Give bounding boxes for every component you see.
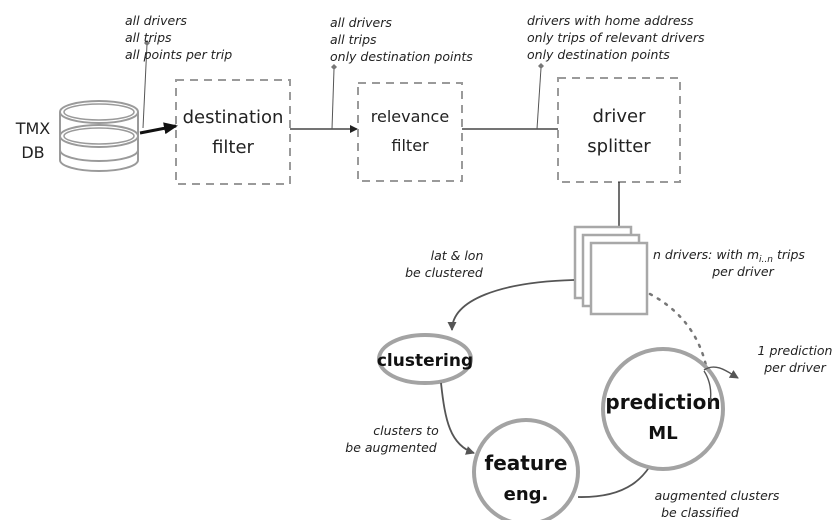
db-out-pointer-dot (144, 40, 150, 46)
relevance-filter-line2: filter (391, 136, 429, 155)
drivers-to-clustering-arrow (447, 279, 575, 331)
db-out-line1: all drivers (125, 13, 187, 28)
prediction-ml-node (601, 347, 725, 471)
db-out-pointer (142, 43, 148, 129)
relevance-filter-box (357, 82, 463, 182)
drivers-to-prediction-dotted (648, 292, 709, 372)
prediction-out-arrow (703, 366, 739, 379)
prediction-out-pointer (703, 370, 712, 403)
dest-out-pointer (331, 68, 335, 130)
dest-out-line2: all trips (330, 32, 377, 47)
db-label-line1: TMX (15, 119, 51, 138)
latlon-line2: be clustered (405, 265, 483, 280)
driver-splitter-box (557, 77, 681, 183)
db-to-destination-arrow (139, 122, 178, 135)
rel-out-line2: only trips of relevant drivers (527, 30, 705, 45)
db-label-line2: DB (21, 143, 44, 162)
database-icon (59, 100, 139, 172)
db-out-line2: all trips (125, 30, 172, 45)
prediction-out-line2: per driver (763, 360, 826, 375)
clusters-line1: clusters to (373, 423, 439, 438)
prediction-line1: prediction (605, 390, 720, 414)
prediction-line2: ML (648, 423, 677, 444)
rel-out-pointer (536, 67, 542, 130)
prediction-out-line1: 1 prediction (758, 343, 833, 358)
dest-out-line3: only destination points (330, 49, 473, 64)
dest-out-line1: all drivers (330, 15, 392, 30)
feature-eng-line1: feature (485, 451, 568, 475)
dest-out-pointer-dot (331, 64, 337, 70)
driver-splitter-line1: driver (593, 106, 647, 127)
augmented-line1: augmented clusters (655, 488, 780, 503)
rel-out-line1: drivers with home address (527, 13, 694, 28)
latlon-line1: lat & lon (431, 248, 484, 263)
clustering-to-feature-arrow (440, 382, 475, 455)
feature-eng-line2: eng. (504, 484, 549, 505)
destination-filter-line2: filter (212, 137, 254, 158)
driver-files-icon (573, 225, 649, 316)
clustering-label: clustering (377, 351, 473, 371)
rel-out-line3: only destination points (527, 47, 670, 62)
ndrivers-line1: n drivers: with mi..n trips (653, 247, 805, 265)
feature-eng-node (472, 418, 580, 520)
db-out-line3: all points per trip (125, 47, 232, 62)
clustering-node (377, 333, 473, 385)
clusters-line2: be augmented (345, 440, 436, 455)
destination-filter-line1: destination (183, 107, 284, 128)
rel-out-pointer-dot (538, 63, 544, 69)
ndrivers-line2: per driver (711, 264, 774, 279)
relevance-filter-line1: relevance (371, 107, 449, 126)
driver-splitter-line2: splitter (587, 136, 651, 157)
destination-filter-box (175, 79, 291, 185)
augmented-line2: be classified (661, 505, 739, 520)
